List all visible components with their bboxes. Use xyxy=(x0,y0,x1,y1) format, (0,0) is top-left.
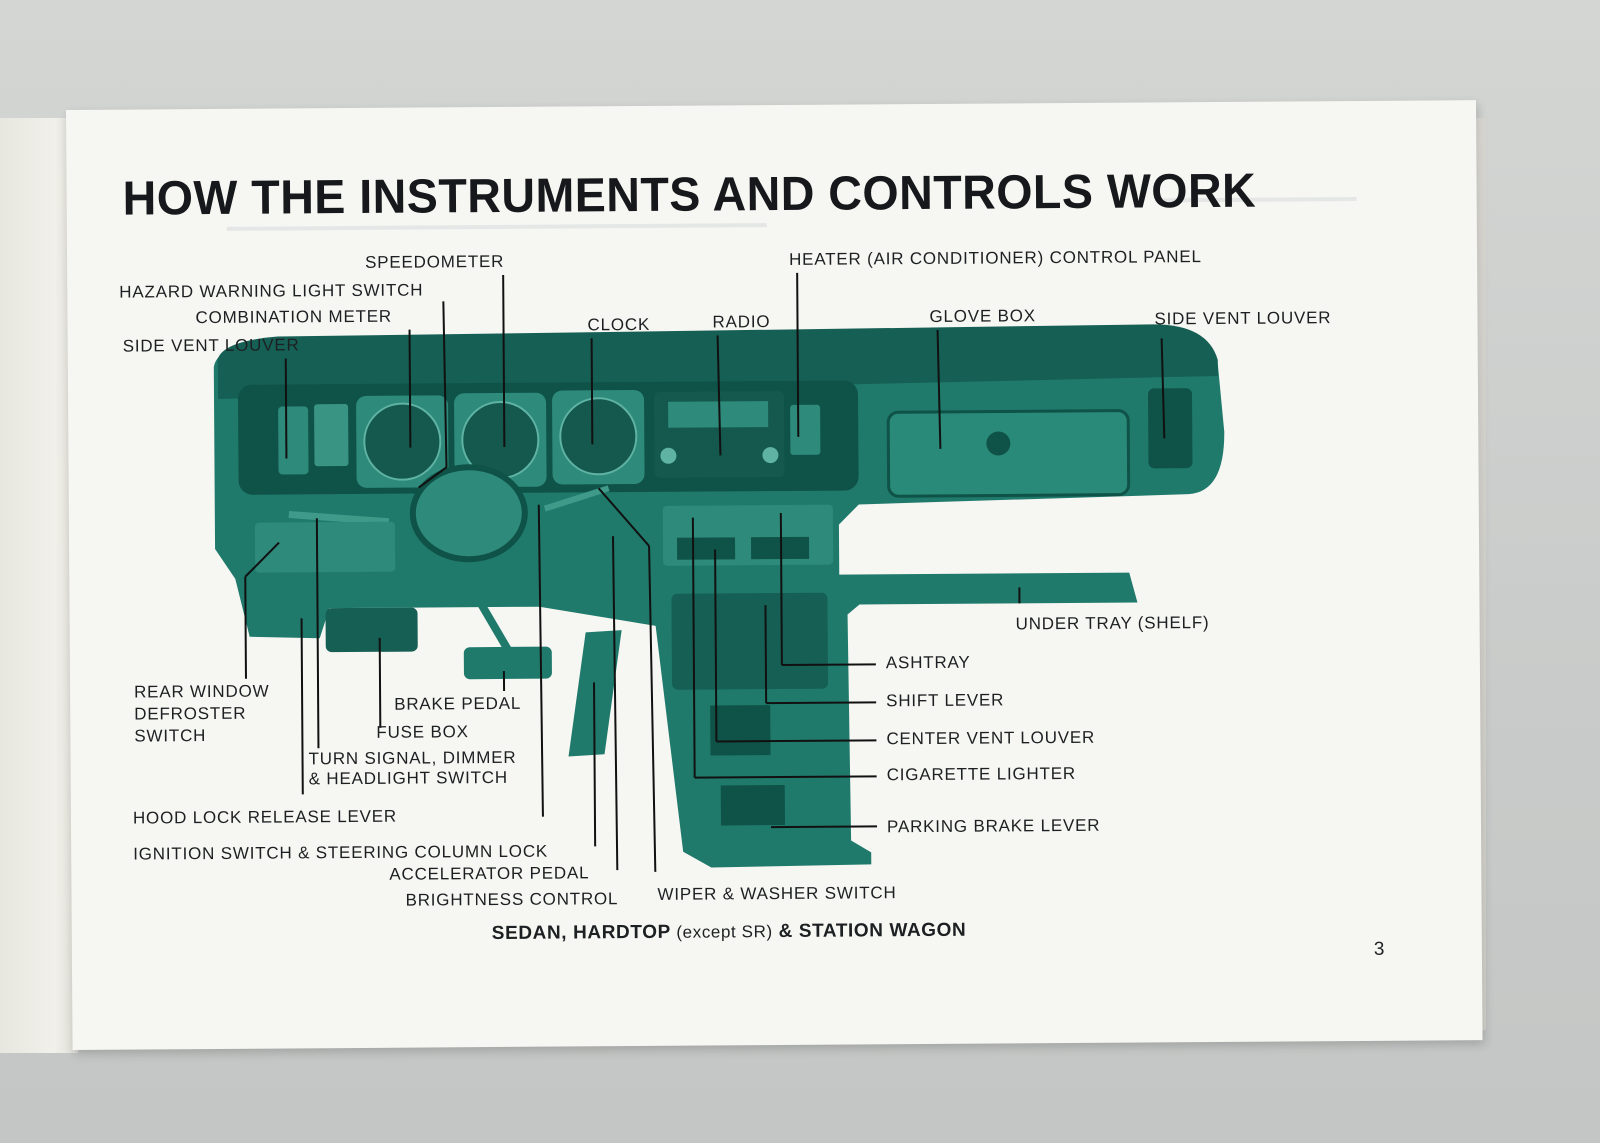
label-clock: CLOCK xyxy=(587,314,651,335)
caption-prefix: SEDAN, HARDTOP xyxy=(491,921,677,945)
label-cigarette-lighter: CIGARETTE LIGHTER xyxy=(886,763,1077,785)
label-hazard-switch: HAZARD WARNING LIGHT SWITCH xyxy=(119,280,424,302)
label-combination-meter: COMBINATION METER xyxy=(195,306,393,328)
manual-page: HOW THE INSTRUMENTS AND CONTROLS WORK xyxy=(66,100,1483,1050)
turn-signal-stalk xyxy=(288,510,390,526)
label-wiper-switch: WIPER & WASHER SWITCH xyxy=(657,883,897,904)
label-side-vent-louver-left: SIDE VENT LOUVER xyxy=(122,335,300,356)
parking-brake-area xyxy=(720,784,786,826)
wiper-stalk xyxy=(543,485,610,512)
right-side-vent xyxy=(1148,388,1193,469)
shift-gate xyxy=(710,705,771,756)
label-turn-signal-2: & HEADLIGHT SWITCH xyxy=(308,767,508,789)
clock-dial xyxy=(559,397,638,476)
label-parking-brake-lever: PARKING BRAKE LEVER xyxy=(886,815,1101,837)
steering-column-hub xyxy=(409,464,528,563)
radio-display xyxy=(668,401,769,428)
brake-pedal xyxy=(463,646,552,680)
lower-left-panel xyxy=(254,521,396,573)
label-ignition-switch: IGNITION SWITCH & STEERING COLUMN LOCK xyxy=(133,841,549,864)
facing-page xyxy=(0,118,78,1053)
label-radio: RADIO xyxy=(712,312,771,332)
label-glove-box: GLOVE BOX xyxy=(929,306,1036,326)
left-switch-panel xyxy=(314,404,349,467)
label-center-vent-louver: CENTER VENT LOUVER xyxy=(886,727,1096,749)
label-brightness-control: BRIGHTNESS CONTROL xyxy=(405,889,619,910)
label-hood-lock: HOOD LOCK RELEASE LEVER xyxy=(132,806,398,828)
label-under-tray: UNDER TRAY (SHELF) xyxy=(1015,613,1210,634)
caption-paren: (except SR) xyxy=(676,922,773,942)
leader-lines xyxy=(244,272,1166,872)
combination-meter-dial xyxy=(363,402,442,481)
label-speedometer: SPEEDOMETER xyxy=(365,251,505,272)
label-ashtray: ASHTRAY xyxy=(885,652,971,673)
radio-knob-left xyxy=(660,447,677,464)
label-rear-window-defroster-2: DEFROSTER xyxy=(134,703,247,724)
brake-pedal-arm xyxy=(475,599,514,655)
page-number: 3 xyxy=(1373,938,1385,960)
label-heater-control-panel: HEATER (AIR CONDITIONER) CONTROL PANEL xyxy=(788,247,1202,269)
fuse-box-panel xyxy=(325,607,418,653)
label-rear-window-defroster-3: SWITCH xyxy=(134,726,207,746)
center-vent-left xyxy=(677,537,736,560)
caption-suffix: & STATION WAGON xyxy=(772,919,967,943)
label-rear-window-defroster-1: REAR WINDOW xyxy=(133,681,270,702)
label-fuse-box: FUSE BOX xyxy=(376,722,469,742)
label-side-vent-louver-right: SIDE VENT LOUVER xyxy=(1154,308,1332,329)
label-shift-lever: SHIFT LEVER xyxy=(886,690,1005,711)
glove-box-lock xyxy=(986,431,1011,456)
label-accelerator-pedal: ACCELERATOR PEDAL xyxy=(389,863,590,884)
label-brake-pedal: BRAKE PEDAL xyxy=(394,693,522,714)
radio-knob-right xyxy=(762,447,779,464)
glove-box-door xyxy=(886,409,1131,498)
diagram-caption: SEDAN, HARDTOP (except SR) & STATION WAG… xyxy=(492,920,967,945)
dashboard-illustration xyxy=(213,324,1225,868)
